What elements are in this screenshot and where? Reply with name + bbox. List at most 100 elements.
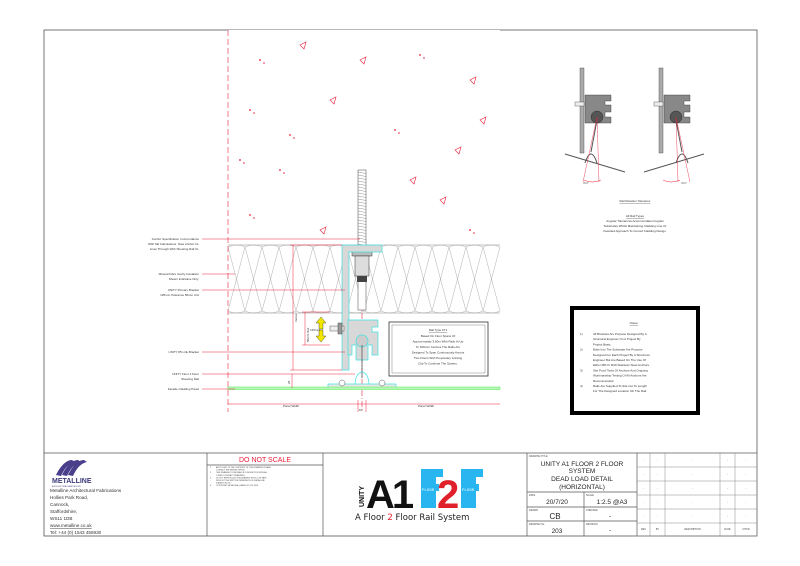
dimension-lines bbox=[228, 244, 500, 412]
disclaimer-line: THIS DRAWING TO BE READ IN CONJUNCTION W… bbox=[216, 471, 268, 474]
rail-type-box: Rail Type FT1 Based On Floor Spans OfApp… bbox=[388, 321, 489, 377]
drawing-title-2: SYSTEM bbox=[569, 468, 596, 475]
angle-line bbox=[596, 116, 600, 183]
revision-header: DESCRIPTION bbox=[684, 528, 701, 531]
date-value: 20/7/20 bbox=[546, 499, 568, 506]
note-line: All Brackets Are Purpose Designed By A bbox=[593, 332, 647, 336]
revision-cell: - bbox=[657, 473, 658, 476]
address-line-2: Hollies Park Road, bbox=[50, 495, 88, 500]
revision-header: CH'KD bbox=[742, 528, 750, 531]
aggregate-dot bbox=[283, 172, 285, 174]
aggregate-mark bbox=[329, 96, 337, 105]
revision-cell: - bbox=[692, 487, 693, 490]
notes-box: Notes: 1)All Brackets Are Purpose Design… bbox=[570, 306, 700, 415]
aggregate-dot bbox=[253, 217, 255, 219]
rail-type-line: Approximately 3.60m With Rails At Up bbox=[413, 340, 464, 344]
revision-table bbox=[636, 452, 758, 537]
angle-arc bbox=[662, 179, 681, 183]
note-line: Site Proof Tests Of Anchors And Ongoing bbox=[593, 368, 648, 372]
label-primary-bracket-2: ±25mm Tolerance 50mm C/A bbox=[160, 293, 199, 297]
aggregate-dot bbox=[469, 229, 471, 231]
drawing-no-value: 203 bbox=[552, 528, 563, 535]
revision-cell: - bbox=[643, 459, 644, 462]
revision-cell: - bbox=[746, 473, 747, 476]
angle-line bbox=[675, 116, 691, 183]
tolerance-arrow-icon bbox=[315, 316, 327, 343]
note-line: For The Designed Location OF The Rail. bbox=[593, 389, 647, 393]
note-number: 2) bbox=[580, 348, 583, 352]
label-anchor-1: Anchor Specification In Accordance bbox=[152, 237, 200, 241]
dim-slot: 50mm Slot bbox=[306, 327, 310, 342]
aggregate-mark bbox=[469, 76, 477, 85]
aggregate-dot bbox=[473, 232, 475, 234]
dim-25: 25 bbox=[287, 380, 291, 384]
angle-arc bbox=[583, 179, 602, 183]
note-line: Structural Engineer On A Project By bbox=[593, 337, 641, 341]
revision-cell: - bbox=[657, 487, 658, 490]
rail-rotation-figure: 15.0° 15.0° Rail Rotation Tolerance All … bbox=[564, 67, 705, 233]
cladding-line bbox=[643, 153, 705, 173]
annotation-labels: Anchor Specification In Accordance With … bbox=[148, 237, 199, 391]
disclaimer-line: DO NOT REPRODUCE THIS DRAWING IN FULL OR… bbox=[216, 476, 267, 479]
disclaimer-line: OTHER CONTRACT DRAWINGS. bbox=[216, 474, 245, 477]
revision-cell: - bbox=[692, 515, 693, 518]
revision-cell: - bbox=[643, 515, 644, 518]
aggregate-dot bbox=[423, 57, 425, 59]
revision-cell: - bbox=[727, 487, 728, 490]
revision-cell: - bbox=[746, 515, 747, 518]
leader-lines bbox=[202, 238, 360, 390]
note-line: Project Basis. bbox=[593, 342, 612, 346]
insulation-batt bbox=[397, 244, 416, 314]
disclaimer-number: 3. bbox=[210, 477, 212, 479]
revision-cell: - bbox=[692, 473, 693, 476]
revision-cell: - bbox=[727, 515, 728, 518]
rail-type-title: Rail Type FT1 bbox=[429, 328, 448, 332]
aggregate-mark bbox=[319, 226, 327, 235]
angle-line bbox=[675, 116, 679, 183]
substrate-plate bbox=[579, 67, 585, 154]
aggregate-dot bbox=[398, 132, 400, 134]
rail-arm bbox=[590, 119, 598, 153]
aggregate-mark bbox=[409, 176, 417, 185]
revision-cell: - bbox=[692, 459, 693, 462]
panel-width-left: Panel Width bbox=[283, 404, 300, 408]
note-line: Either M8 Or M10 Stainless Steel Anchors… bbox=[593, 363, 650, 367]
rail-type-line: Two Floors With Proprietary Jointing bbox=[414, 356, 463, 360]
rail-arm bbox=[675, 119, 683, 153]
drawing-info: DRAWING TITLE UNITY A1 FLOOR 2 FLOOR SYS… bbox=[529, 455, 628, 535]
website-link[interactable]: www.metalline.co.uk bbox=[50, 523, 92, 528]
rail-type-line: Designed To Span Continuously Across bbox=[412, 351, 465, 355]
label-anchor-3: Lines Through With Sheeting Rail CL bbox=[150, 247, 200, 251]
aggregate-dot bbox=[249, 214, 251, 216]
unity-a1f2f-logo: UNITY A1 2 FLOOR FLOOR A Floor 2 Floor R… bbox=[355, 469, 483, 523]
cladding-panel bbox=[227, 386, 501, 390]
revision-cell: - bbox=[692, 501, 693, 504]
logo-subtext: ARCHITECTURAL FABRICATIONS bbox=[52, 485, 81, 488]
disclaimer-number: 4. bbox=[210, 485, 212, 487]
revision-cell: - bbox=[746, 459, 747, 462]
aggregate-mark bbox=[454, 146, 462, 155]
revision-header: BY bbox=[656, 528, 660, 531]
disclaimer-number: 1. bbox=[210, 467, 212, 469]
label-cladding-panel: Facade Cladding Panel bbox=[168, 387, 200, 391]
revision-cell: - bbox=[727, 459, 728, 462]
rail-type-line: Clip To Continue The System. bbox=[418, 362, 458, 366]
note-line: Designed For Each Project By A Structura… bbox=[593, 353, 650, 357]
note-number: 4) bbox=[580, 384, 583, 388]
disclaimer-line: (CANNOCK) LTD. bbox=[216, 482, 232, 485]
drawn-value: CB bbox=[549, 512, 560, 521]
revision-value: - bbox=[609, 527, 611, 534]
logo-floor-left: FLOOR bbox=[422, 489, 435, 493]
drawing-title-4: (HORIZONTAL) bbox=[559, 484, 605, 491]
label-link-bracket: UNITY 85 Link Bracket bbox=[169, 350, 200, 354]
aggregate-dot bbox=[253, 112, 255, 114]
bolt bbox=[574, 101, 585, 107]
checked-label: CHECKED bbox=[586, 509, 598, 512]
aggregate-dot bbox=[289, 134, 291, 136]
dim-varies: Varies bbox=[294, 313, 298, 322]
angle-right: 15.0° bbox=[681, 182, 687, 185]
drawing-title-label: DRAWING TITLE bbox=[529, 455, 548, 458]
aggregate-dot bbox=[243, 162, 245, 164]
label-sheeting-rail-2: Sheeting Rail bbox=[181, 377, 199, 381]
